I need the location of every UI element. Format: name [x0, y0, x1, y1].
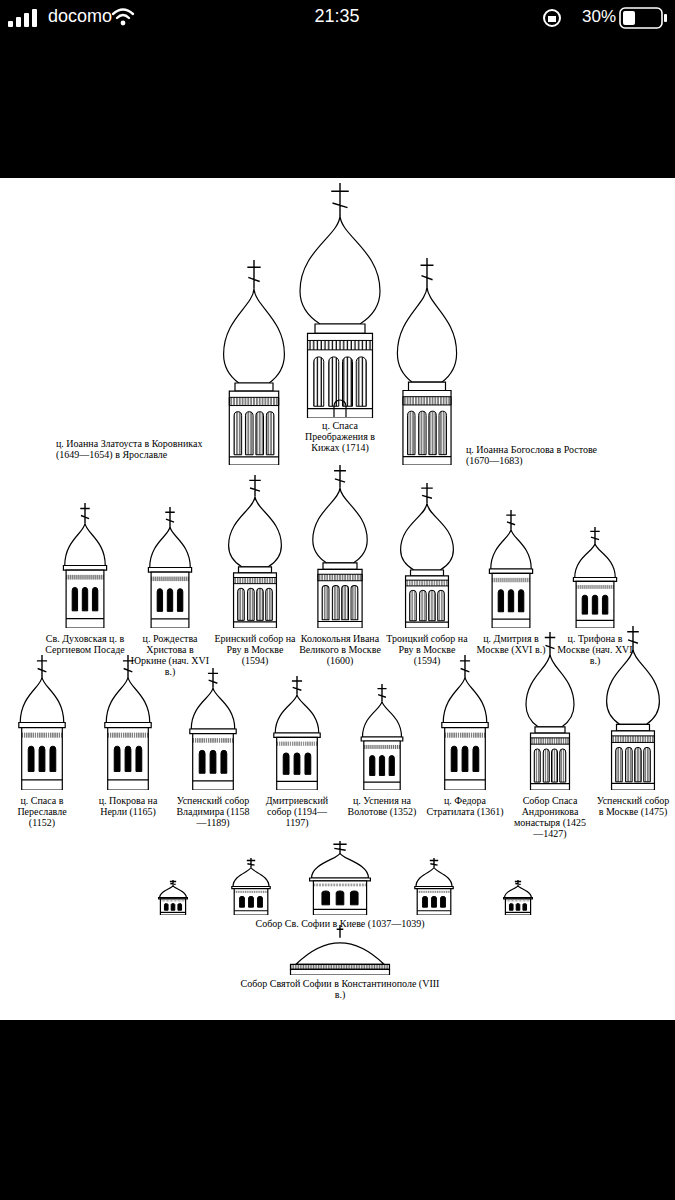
caption-text: Собор Святой Софии в Константинополе (VI…: [240, 978, 440, 1000]
caption-text: Колокольня Ивана Великого в Москве (1600…: [298, 633, 382, 666]
caption-text: Св. Духовская ц. в Сергиевом Посаде: [43, 633, 127, 655]
caption-text: ц. Рождества Христова в Юркине (нач. XVI…: [128, 633, 212, 677]
caption-text: Еринский собор на Рву в Москве (1594): [213, 633, 297, 666]
caption-text: ц. Спаса Преображения в Кижах (1714): [295, 420, 385, 453]
caption-text: ц. Федора Стратилата (1361): [425, 795, 505, 817]
caption-text: Собор Св. Софии в Киеве (1037—1039): [190, 918, 490, 929]
caption-text: ц. Покрова на Нерли (1165): [88, 795, 168, 817]
caption-text: ц. Иоанна Богослова в Ростове (1670—1683…: [466, 444, 606, 466]
caption-text: ц. Дмитрия в Москве (XVI в.): [469, 633, 553, 655]
caption-text: Успенский собор в Москве (1475): [595, 795, 671, 817]
caption-text: ц. Иоанна Златоуста в Коровниках (1649—1…: [56, 438, 214, 460]
status-text: 21:35: [287, 7, 387, 27]
caption-text: Дмитриевский собор (1194—1197): [257, 795, 337, 828]
caption-text: Успенский собор Владимира (1158—1189): [173, 795, 253, 828]
caption-text: Троицкий собор на Рву в Москве (1594): [385, 633, 469, 666]
status-text: docomo: [48, 7, 138, 27]
caption-text: ц. Успения на Волотове (1352): [342, 795, 422, 817]
caption-text: Собор Спаса Андроникова монастыря (1425—…: [510, 795, 590, 839]
status-text: 30%: [568, 8, 616, 27]
caption-text: ц. Спаса в Переславле (1152): [4, 795, 80, 828]
caption-text: ц. Трифона в Москве (нач. XVI в.): [553, 633, 637, 666]
